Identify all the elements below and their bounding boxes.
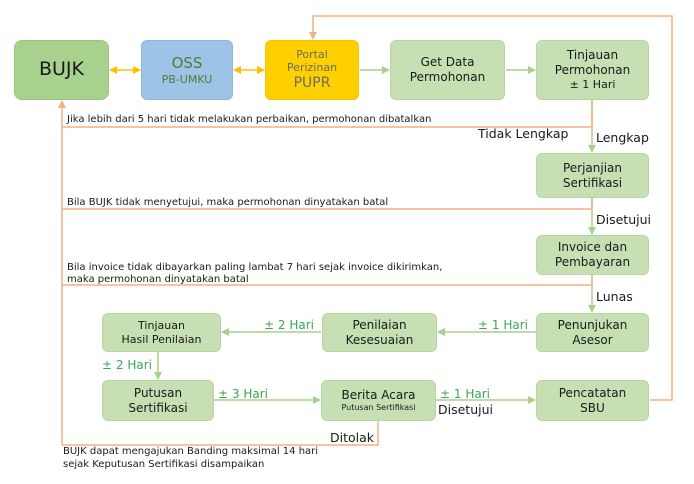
node-oss: OSS PB-UMKU — [141, 40, 233, 100]
node-perjanjian-sertifikasi: Perjanjian Sertifikasi — [536, 153, 649, 198]
edge-label-disetujui: Disetujui — [596, 212, 651, 227]
node-penilaian-kesesuaian: Penilaian Kesesuaian — [322, 313, 437, 352]
node-tinjauan-permohonan-line1: Tinjauan — [566, 48, 619, 63]
node-pencatatan-line1: Pencatatan — [558, 385, 627, 400]
node-pencatatan-sbu: Pencatatan SBU — [536, 380, 649, 421]
duration-penunjukan-penilaian: ± 1 Hari — [478, 318, 528, 332]
node-get-data-line1: Get Data — [420, 55, 475, 69]
node-invoice-line2: Pembayaran — [554, 255, 631, 269]
node-invoice-pembayaran: Invoice dan Pembayaran — [536, 235, 649, 275]
node-get-data: Get Data Permohonan — [390, 40, 505, 100]
node-tinjauan-hasil-line2: Hasil Penilaian — [121, 332, 202, 346]
edge-ditolak — [62, 421, 379, 446]
note-perbaikan: Jika lebih dari 5 hari tidak melakukan p… — [67, 114, 432, 125]
node-bujk-label: BUJK — [38, 58, 84, 81]
node-portal-pupr: Portal Perizinan PUPR — [265, 40, 359, 100]
note-tidak-setuju: Bila BUJK tidak menyetujui, maka permoho… — [67, 197, 389, 208]
node-penunjukan-asesor: Penunjukan Asesor — [536, 313, 649, 352]
node-tinjauan-permohonan-line2: Permohonan — [554, 63, 631, 78]
node-perjanjian-line2: Sertifikasi — [562, 175, 623, 190]
node-oss-title: OSS — [171, 53, 203, 72]
node-berita-acara-line1: Berita Acara — [341, 388, 416, 402]
note-invoice-line1: Bila invoice tidak dibayarkan paling lam… — [67, 262, 443, 273]
edge-label-ditolak: Ditolak — [330, 430, 375, 445]
node-pencatatan-line2: SBU — [580, 400, 605, 415]
node-perjanjian-line1: Perjanjian — [562, 160, 623, 175]
node-berita-acara: Berita Acara Putusan Sertifikasi — [321, 380, 436, 421]
node-invoice-line1: Invoice dan — [557, 240, 628, 254]
node-berita-acara-line2: Putusan Sertifikasi — [341, 403, 416, 412]
edge-label-lengkap: Lengkap — [596, 130, 649, 145]
node-tinjauan-permohonan: Tinjauan Permohonan ± 1 Hari — [536, 40, 649, 100]
node-oss-subtitle: PB-UMKU — [161, 72, 213, 86]
duration-putusan-berita: ± 3 Hari — [218, 387, 268, 401]
node-pupr-line3: PUPR — [293, 75, 331, 91]
duration-penilaian-tinjauan: ± 2 Hari — [264, 318, 314, 332]
node-tinjauan-hasil-penilaian: Tinjauan Hasil Penilaian — [102, 313, 221, 352]
node-penilaian-line1: Penilaian — [352, 317, 407, 332]
edge-invoice-batal — [62, 275, 593, 286]
node-pupr-line1: Portal — [296, 47, 328, 61]
node-pupr-line2: Perizinan — [286, 61, 338, 75]
edge-tidak-setuju — [62, 198, 593, 210]
node-penunjukan-line1: Penunjukan — [557, 317, 628, 332]
note-banding-line2: sejak Keputusan Sertifikasi disampaikan — [63, 459, 265, 470]
duration-berita-pencatatan: ± 1 Hari — [440, 387, 490, 401]
note-banding-line1: BUJK dapat mengajukan Banding maksimal 1… — [63, 446, 319, 457]
node-penilaian-line2: Kesesuaian — [345, 332, 414, 347]
edge-label-disetujui-2: Disetujui — [438, 402, 493, 417]
edge-label-tidak-lengkap: Tidak Lengkap — [478, 126, 569, 141]
node-putusan-line1: Putusan — [133, 385, 183, 400]
edge-tidak-lengkap — [62, 100, 593, 128]
duration-tinjauan-putusan: ± 2 Hari — [102, 358, 152, 372]
node-putusan-line2: Sertifikasi — [128, 400, 188, 415]
note-invoice-line2: maka permohonan dinyatakan batal — [67, 274, 249, 285]
node-tinjauan-hasil-line1: Tinjauan — [138, 318, 185, 332]
node-get-data-line2: Permohonan — [409, 70, 486, 84]
edge-label-lunas: Lunas — [596, 289, 633, 304]
node-bujk: BUJK — [14, 40, 109, 100]
edge-pencatatan-pupr — [309, 15, 673, 401]
node-putusan-sertifikasi: Putusan Sertifikasi — [102, 380, 214, 421]
node-penunjukan-line2: Asesor — [572, 332, 613, 347]
node-tinjauan-permohonan-duration: ± 1 Hari — [569, 78, 616, 92]
